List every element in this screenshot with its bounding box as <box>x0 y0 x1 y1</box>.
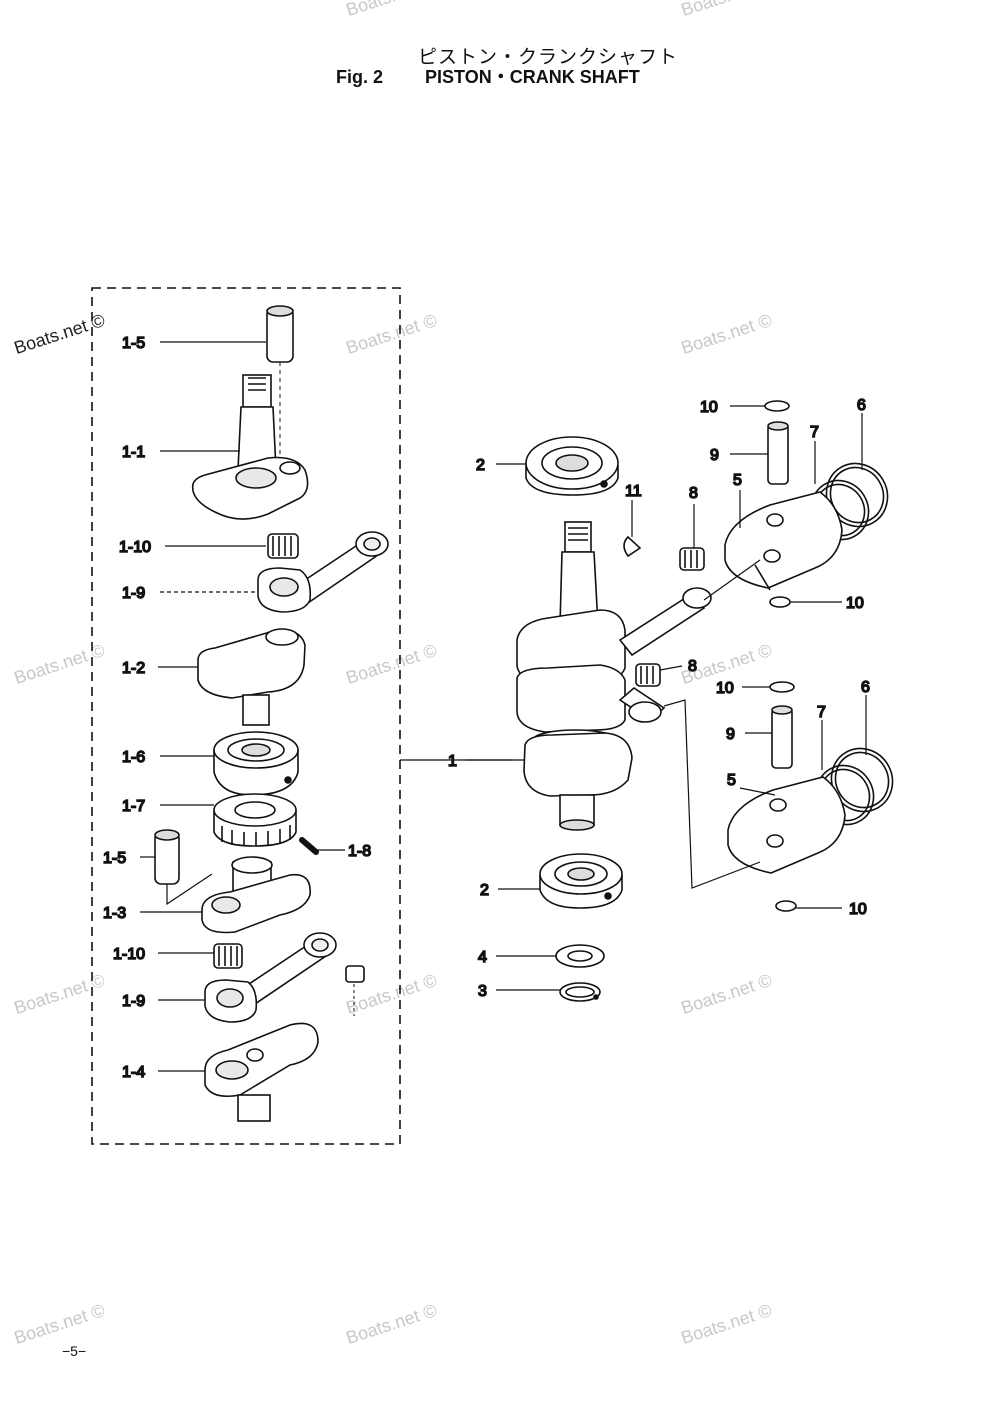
callout-9-upper: 9 <box>710 447 719 464</box>
piston-set-lower <box>727 681 894 912</box>
callout-7-lower: 7 <box>817 704 826 721</box>
assembly-1-dashed-box <box>91 287 401 1145</box>
callout-1-9: 1-9 <box>122 585 145 602</box>
callout-1-7: 1-7 <box>122 798 145 815</box>
pin-1-5-top <box>266 305 294 455</box>
callout-1-8: 1-8 <box>348 843 371 860</box>
figure-title-english: PISTON・CRANK SHAFT <box>425 67 640 87</box>
callout-1-3: 1-3 <box>103 905 126 922</box>
page-number: −5− <box>62 1343 87 1359</box>
callout-1-6: 1-6 <box>122 749 145 766</box>
callout-2-upper: 2 <box>476 457 485 474</box>
lower-crank-web-1-4 <box>204 1022 319 1122</box>
gear-ring-1-7 <box>213 793 297 847</box>
connecting-rod-1-9-upper <box>257 531 389 613</box>
needle-bearing-1-10-lower <box>213 943 243 969</box>
callout-5-lower: 5 <box>727 772 736 789</box>
needle-bearing-8-upper <box>679 547 705 571</box>
callout-11: 11 <box>625 483 642 500</box>
crank-web-1-2 <box>197 628 306 726</box>
callout-4: 4 <box>478 949 487 966</box>
figure-title-japanese: ピストン・クランクシャフト <box>418 46 679 68</box>
callout-6-lower: 6 <box>861 679 870 696</box>
crank-web-1-3 <box>201 856 311 934</box>
small-pin-cap <box>345 965 365 1016</box>
pin-1-5-lower <box>154 829 213 906</box>
figure-title: Fig. 2 PISTON・CRANK SHAFT <box>336 63 640 89</box>
needle-bearing-8-lower <box>635 663 661 687</box>
callout-2-lower: 2 <box>480 882 489 899</box>
snap-ring-3 <box>559 982 601 1002</box>
callout-8-upper: 8 <box>689 485 698 502</box>
callout-1-4: 1-4 <box>122 1064 145 1081</box>
callout-8-lower: 8 <box>688 658 697 675</box>
crankshaft-assembly <box>516 521 712 831</box>
dowel-pin-1-8 <box>299 837 319 855</box>
washer-4 <box>555 944 605 968</box>
callout-1-5-lower: 1-5 <box>103 850 126 867</box>
callout-1: 1 <box>448 753 457 770</box>
upper-ball-bearing-2 <box>525 436 619 496</box>
callout-9-lower: 9 <box>726 726 735 743</box>
callout-10-d: 10 <box>849 901 867 918</box>
needle-bearing-1-10-upper <box>267 533 299 559</box>
callout-10-c: 10 <box>716 680 734 697</box>
callout-7-upper: 7 <box>810 424 819 441</box>
callout-6-upper: 6 <box>857 397 866 414</box>
ball-bearing-1-6 <box>213 731 299 796</box>
callout-1-1: 1-1 <box>122 444 145 461</box>
callout-10-b: 10 <box>846 595 864 612</box>
callout-1-10: 1-10 <box>119 539 151 556</box>
callout-1-5: 1-5 <box>122 335 145 352</box>
callout-3: 3 <box>478 983 487 1000</box>
lower-ball-bearing-2 <box>539 853 623 909</box>
callout-1-2: 1-2 <box>122 660 145 677</box>
leader-lines <box>140 341 867 1072</box>
callout-5-upper: 5 <box>733 472 742 489</box>
woodruff-key-11 <box>623 535 642 558</box>
connecting-rod-1-9-lower <box>204 932 337 1023</box>
callout-1-10-lower: 1-10 <box>113 946 145 963</box>
upper-crank-web-1-1 <box>191 374 309 520</box>
callout-1-9-lower: 1-9 <box>122 993 145 1010</box>
callout-10-a: 10 <box>700 399 718 416</box>
figure-number: Fig. 2 <box>336 67 384 87</box>
